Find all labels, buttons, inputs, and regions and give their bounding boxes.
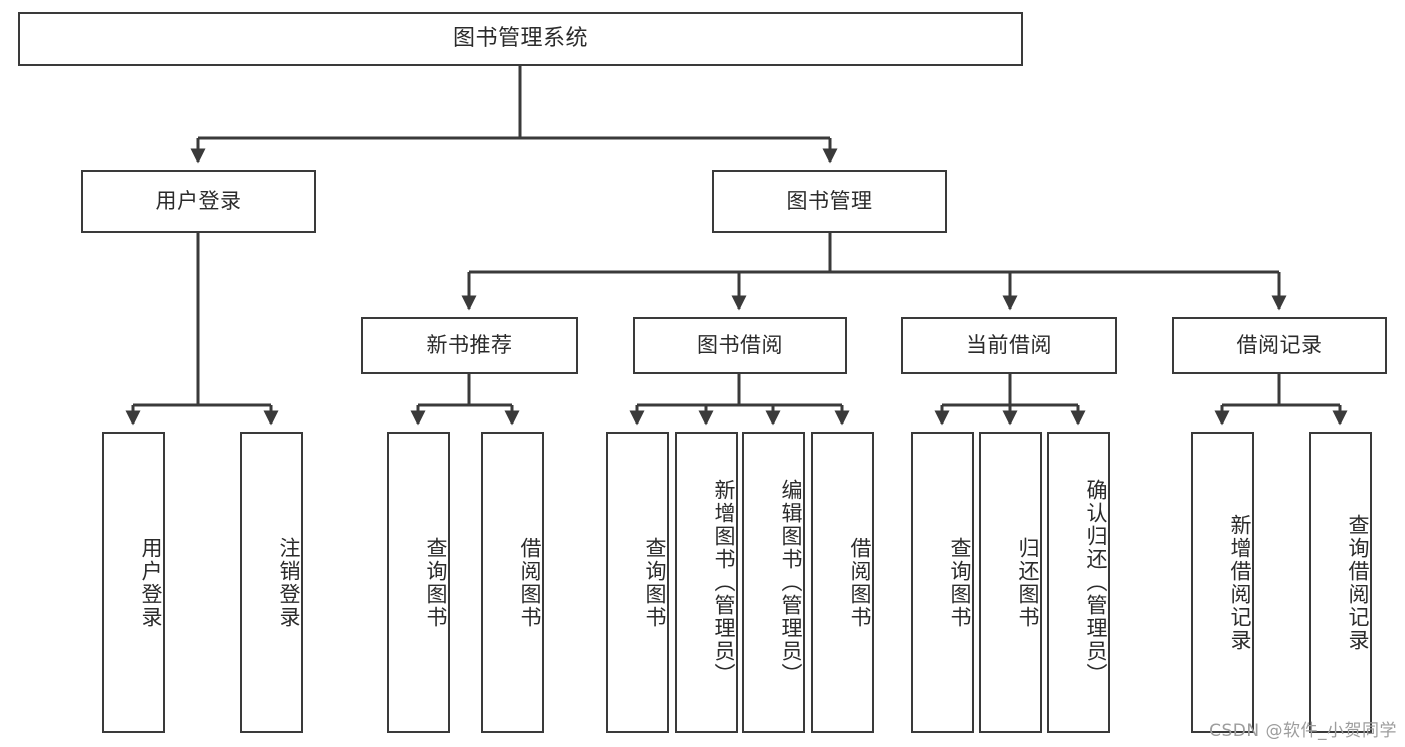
leaf-add-book-admin-label: 新增图书（管理员）: [712, 479, 736, 686]
node-book-manage[interactable]: 图书管理: [712, 170, 947, 233]
leaf-query-book-borrow[interactable]: 查询图书: [606, 432, 669, 733]
leaf-borrow-book-newbook[interactable]: 借阅图书: [481, 432, 544, 733]
node-root[interactable]: 图书管理系统: [18, 12, 1023, 66]
node-borrow-record-label: 借阅记录: [1236, 333, 1323, 358]
csdn-watermark: CSDN @软件_小贺同学: [1209, 721, 1397, 741]
node-current-borrow[interactable]: 当前借阅: [901, 317, 1117, 374]
leaf-query-book-newbook-label: 查询图书: [424, 536, 448, 629]
leaf-logout-login-label: 注销登录: [277, 536, 301, 629]
leaf-add-borrow-record-label: 新增借阅记录: [1228, 513, 1252, 652]
node-new-book-recommend-label: 新书推荐: [426, 333, 513, 358]
leaf-edit-book-admin-label: 编辑图书（管理员）: [779, 479, 803, 686]
leaf-edit-book-admin[interactable]: 编辑图书（管理员）: [742, 432, 805, 733]
node-book-borrow[interactable]: 图书借阅: [633, 317, 847, 374]
node-user-login[interactable]: 用户登录: [81, 170, 316, 233]
leaf-confirm-return-admin[interactable]: 确认归还（管理员）: [1047, 432, 1110, 733]
leaf-return-book-label: 归还图书: [1016, 536, 1040, 629]
node-book-borrow-label: 图书借阅: [697, 333, 783, 358]
leaf-add-borrow-record[interactable]: 新增借阅记录: [1191, 432, 1254, 733]
leaf-confirm-return-admin-label: 确认归还（管理员）: [1084, 479, 1108, 686]
leaf-query-book-current[interactable]: 查询图书: [911, 432, 974, 733]
leaf-borrow-book[interactable]: 借阅图书: [811, 432, 874, 733]
node-user-login-label: 用户登录: [155, 189, 242, 214]
leaf-query-book-borrow-label: 查询图书: [643, 536, 667, 629]
leaf-return-book[interactable]: 归还图书: [979, 432, 1042, 733]
leaf-add-book-admin[interactable]: 新增图书（管理员）: [675, 432, 738, 733]
leaf-query-borrow-record-label: 查询借阅记录: [1346, 513, 1370, 652]
leaf-query-book-newbook[interactable]: 查询图书: [387, 432, 450, 733]
node-borrow-record[interactable]: 借阅记录: [1172, 317, 1387, 374]
node-root-label: 图书管理系统: [452, 26, 588, 52]
node-book-manage-label: 图书管理: [786, 189, 873, 214]
leaf-query-borrow-record[interactable]: 查询借阅记录: [1309, 432, 1372, 733]
node-new-book-recommend[interactable]: 新书推荐: [361, 317, 578, 374]
leaf-user-login-label: 用户登录: [139, 536, 163, 629]
leaf-logout-login[interactable]: 注销登录: [240, 432, 303, 733]
leaf-query-book-current-label: 查询图书: [948, 536, 972, 629]
leaf-borrow-book-newbook-label: 借阅图书: [518, 536, 542, 629]
node-current-borrow-label: 当前借阅: [966, 333, 1052, 358]
leaf-borrow-book-label: 借阅图书: [848, 536, 872, 629]
leaf-user-login[interactable]: 用户登录: [102, 432, 165, 733]
